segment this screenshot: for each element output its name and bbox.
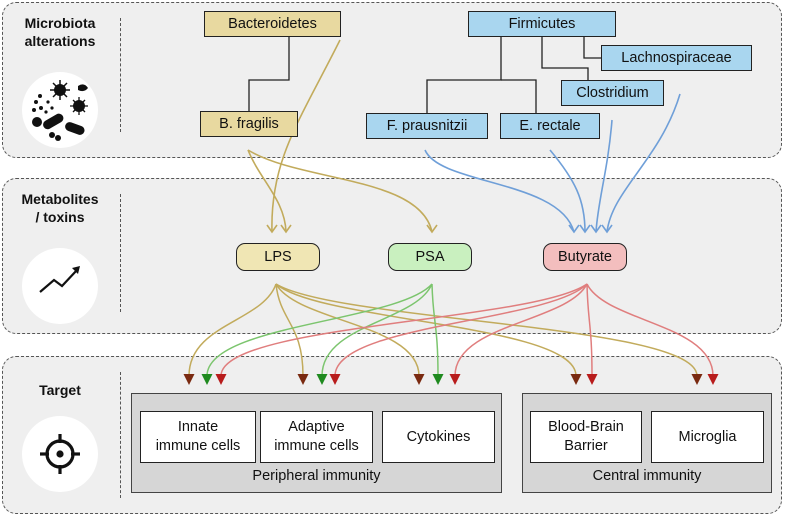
butyrate-arrowhead — [329, 374, 341, 385]
arrowhead — [568, 224, 580, 234]
clostridium-box: Clostridium — [561, 80, 664, 106]
butyrate-to-target-link — [586, 283, 593, 377]
psa-arrowhead — [432, 374, 444, 385]
butyrate-to-target-link — [586, 283, 714, 377]
lps-arrowhead — [183, 374, 195, 385]
metabolites-label: Metabolites/ toxins — [21, 191, 99, 225]
arrowhead — [579, 224, 591, 234]
f-prausnitzii-box: F. prausnitzii — [366, 113, 488, 139]
butyrate-arrowhead — [215, 374, 227, 385]
e-rectale-box: E. rectale — [500, 113, 600, 139]
psa-node: PSA — [388, 243, 472, 271]
bacteroidetes-to-lps-link — [271, 39, 341, 233]
arrowhead — [426, 224, 438, 234]
butyrate-to-target-link — [220, 283, 588, 377]
butyrate-to-target-link — [334, 283, 588, 377]
row-separator — [120, 18, 121, 132]
clostridium-to-butyrate-link — [595, 119, 613, 233]
butyrate-arrowhead — [586, 374, 598, 385]
b-fragilis-box: B. fragilis — [200, 111, 298, 137]
peripheral-immunity-label: Peripheral immunity — [252, 468, 381, 484]
b-fragilis-to-lps-link — [247, 149, 287, 233]
butyrate-to-target-link — [454, 283, 588, 377]
psa-to-target-link — [321, 283, 433, 377]
microbes-icon — [22, 72, 98, 148]
row-separator — [120, 194, 121, 312]
row-separator — [120, 372, 121, 498]
lps-to-target-link — [275, 283, 304, 377]
lachnospiraceae-to-butyrate-link — [606, 93, 681, 233]
psa-to-target-link — [431, 283, 439, 377]
butyrate-node: Butyrate — [543, 243, 627, 271]
arrowhead — [590, 224, 602, 234]
lps-node: LPS — [236, 243, 320, 271]
psa-to-target-link — [206, 283, 433, 377]
tree-line — [583, 37, 601, 59]
tree-line — [426, 37, 502, 113]
firmicutes-box: Firmicutes — [468, 11, 616, 37]
lps-arrowhead — [691, 374, 703, 385]
trend-arrow-icon — [22, 248, 98, 324]
cytokines-box: Cytokines — [382, 411, 495, 463]
lps-to-target-link — [275, 283, 698, 377]
psa-arrowhead — [201, 374, 213, 385]
psa-arrowhead — [316, 374, 328, 385]
arrowhead — [601, 224, 613, 234]
lps-to-target-link — [275, 283, 420, 377]
tree-line — [248, 37, 290, 111]
e-rectale-to-butyrate-link — [549, 149, 586, 233]
lps-arrowhead — [413, 374, 425, 385]
tree-line — [541, 37, 589, 80]
b-fragilis-to-psa-link — [247, 149, 433, 233]
lps-arrowhead — [297, 374, 309, 385]
central-immunity-label: Central immunity — [592, 468, 702, 484]
butyrate-arrowhead — [707, 374, 719, 385]
f-prausnitzii-to-butyrate-link — [424, 149, 575, 233]
lps-arrowhead — [570, 374, 582, 385]
bacteroidetes-box: Bacteroidetes — [204, 11, 341, 37]
arrowhead — [266, 224, 278, 234]
crosshair-icon — [22, 416, 98, 492]
tree-line — [501, 79, 537, 113]
butyrate-arrowhead — [449, 374, 461, 385]
lps-to-target-link — [188, 283, 277, 377]
target-label: Target — [39, 382, 81, 398]
arrowhead — [280, 224, 292, 234]
lps-to-target-link — [275, 283, 577, 377]
microglia-box: Microglia — [651, 411, 764, 463]
lachnospiraceae-box: Lachnospiraceae — [601, 45, 752, 71]
